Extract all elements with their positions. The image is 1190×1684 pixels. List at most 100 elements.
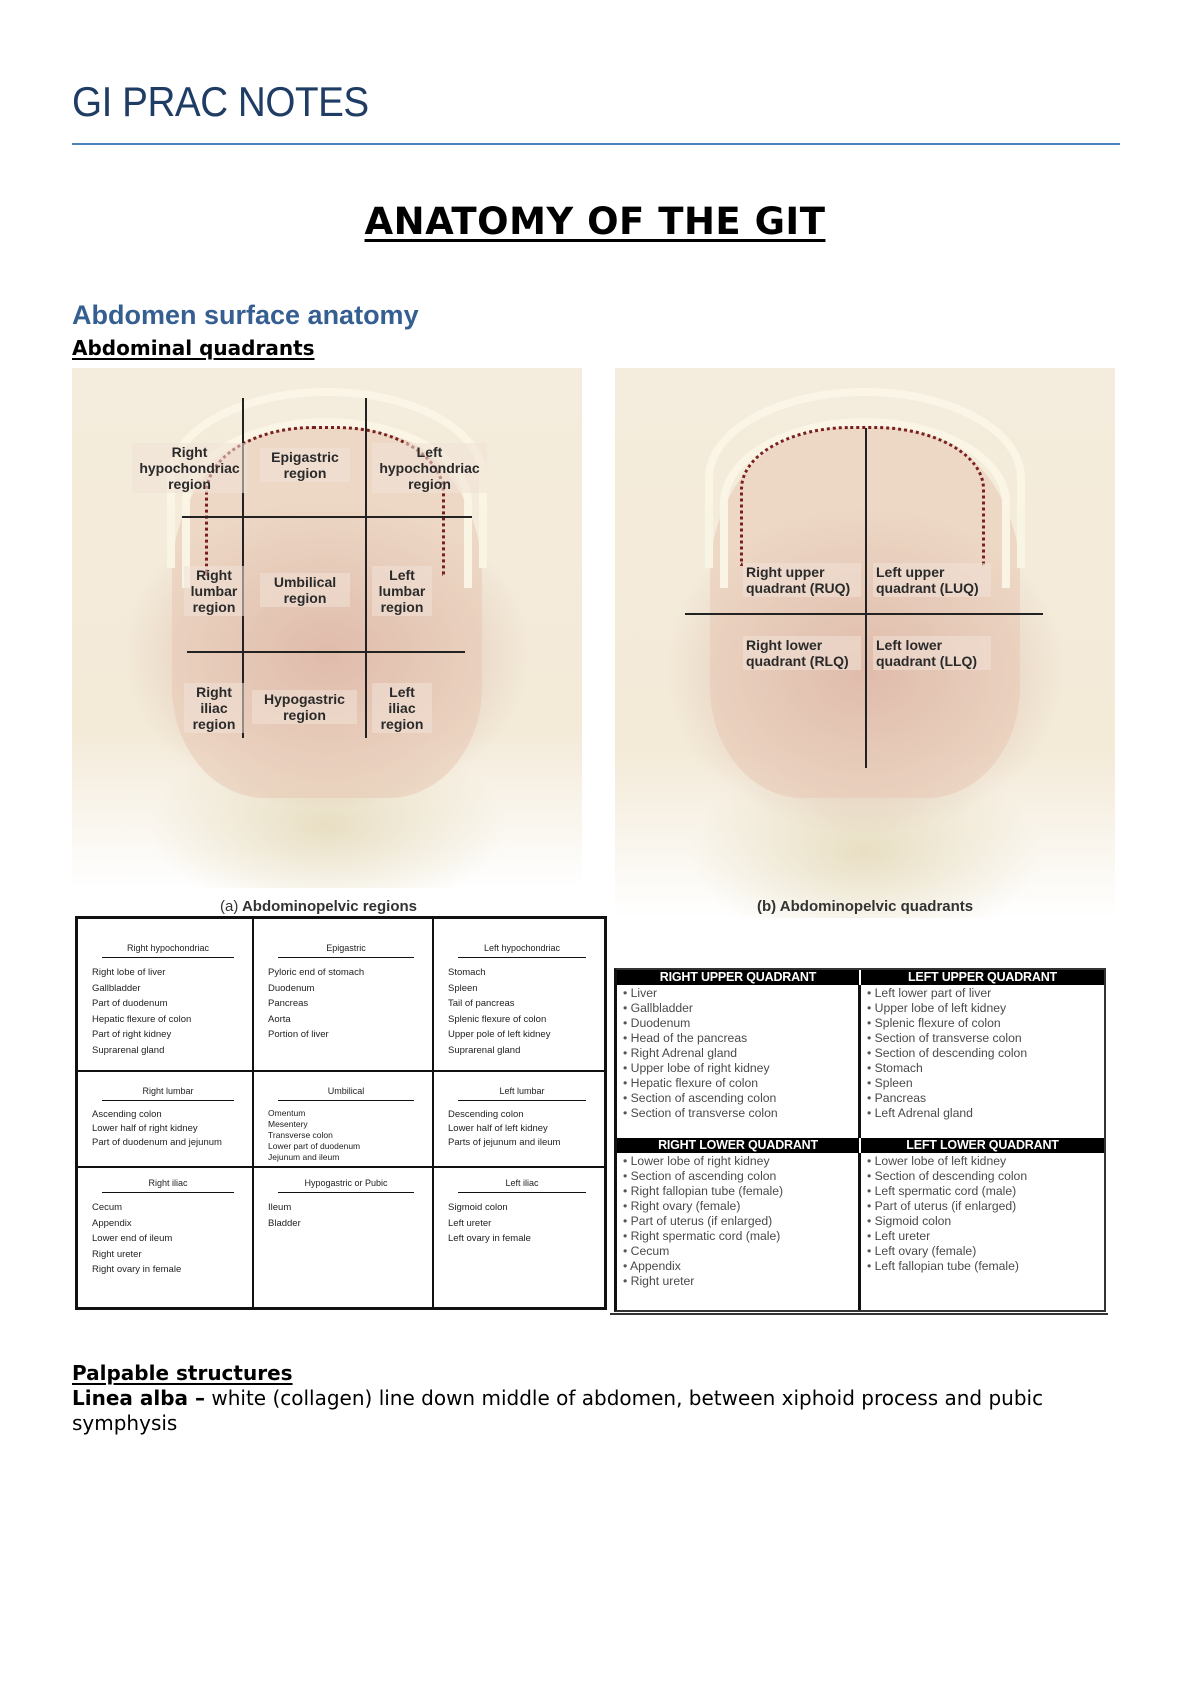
quadrant-item: Part of uterus (if enlarged): [623, 1214, 858, 1229]
rlq-heading: RIGHT LOWER QUADRANT: [617, 1138, 861, 1153]
sub-heading: Abdominal quadrants: [72, 336, 315, 360]
quadrant-item: Liver: [623, 986, 858, 1001]
abdominopelvic-quadrants-figure: Right upper quadrant (RUQ) Left upper qu…: [615, 368, 1115, 918]
region-item: Pyloric end of stomach: [268, 967, 365, 978]
region-heading: Epigastric: [278, 943, 414, 958]
transumbilical-line: [685, 613, 1043, 615]
region-item: Aorta: [268, 1013, 291, 1025]
regions-organs-table: Right hypochondriac Right lobe of liver …: [75, 916, 607, 1310]
region-item: Lower half of right kidney: [92, 1123, 198, 1134]
region-item: Omentum: [268, 1108, 306, 1118]
region-item: Cecum: [92, 1202, 123, 1213]
linea-alba-description: white (collagen) line down middle of abd…: [72, 1386, 1044, 1435]
region-cell-epigastric: Epigastric Pyloric end of stomach Duoden…: [254, 919, 434, 1072]
region-item: Hepatic flexure of colon: [92, 1013, 192, 1025]
quadrant-item: Right spermatic cord (male): [623, 1229, 858, 1244]
region-cell-left-iliac: Left iliac Sigmoid colon Left ureter Lef…: [434, 1168, 604, 1307]
region-item: Spleen: [448, 982, 478, 994]
quadrant-item: Right ureter: [623, 1274, 858, 1289]
quadrant-item: Left Adrenal gland: [867, 1106, 1104, 1121]
region-item: Pancreas: [268, 998, 309, 1009]
region-item: Jejunum and ileum: [268, 1152, 340, 1162]
ruq-list: Liver Gallbladder Duodenum Head of the p…: [617, 985, 861, 1138]
quadrant-item: Head of the pancreas: [623, 1031, 858, 1046]
quadrant-item: Left fallopian tube (female): [867, 1259, 1104, 1274]
region-item: Transverse colon: [268, 1130, 333, 1140]
ruq-heading: RIGHT UPPER QUADRANT: [617, 970, 861, 985]
quadrant-table-bottom-rule: [610, 1313, 1108, 1315]
ribcage-shape: [705, 388, 1025, 568]
abdominopelvic-regions-figure: Right hypochondriac region Epigastric re…: [72, 368, 582, 888]
llq-heading: LEFT LOWER QUADRANT: [861, 1138, 1104, 1153]
region-item: Gallbladder: [92, 982, 141, 994]
region-item: Part of duodenum: [92, 998, 168, 1009]
label-epigastric: Epigastric region: [260, 448, 350, 482]
region-item: Lower part of duodenum: [268, 1141, 361, 1151]
quadrant-item: Cecum: [623, 1244, 858, 1259]
label-left-iliac: Left iliac region: [372, 683, 432, 733]
luq-heading: LEFT UPPER QUADRANT: [861, 970, 1104, 985]
region-item: Descending colon: [448, 1109, 524, 1120]
linea-alba-term: Linea alba –: [72, 1386, 205, 1410]
section-heading: Abdomen surface anatomy: [72, 300, 419, 330]
midclavicular-line-left: [365, 398, 367, 738]
quadrant-item: Section of descending colon: [867, 1169, 1104, 1184]
figure-b-part: (b): [757, 898, 777, 915]
title-divider: [72, 143, 1120, 145]
region-item: Portion of liver: [268, 1029, 329, 1040]
quadrant-item: Sigmoid colon: [867, 1214, 1104, 1229]
region-item: Right ureter: [92, 1248, 142, 1260]
region-heading: Umbilical: [278, 1086, 414, 1101]
figure-a-caption: (a) Abdominopelvic regions: [220, 898, 417, 915]
region-item: Lower end of ileum: [92, 1233, 173, 1244]
quadrant-item: Lower lobe of right kidney: [623, 1154, 858, 1169]
region-heading: Right hypochondriac: [102, 943, 234, 958]
quadrant-item: Stomach: [867, 1061, 1104, 1076]
region-item: Stomach: [448, 967, 486, 978]
region-item: Tail of pancreas: [448, 998, 515, 1009]
label-umbilical: Umbilical region: [260, 573, 350, 607]
figure-a-caption-text: Abdominopelvic regions: [241, 898, 417, 915]
quadrant-item: Section of ascending colon: [623, 1169, 858, 1184]
region-item: Splenic flexure of colon: [448, 1013, 547, 1025]
region-cell-right-lumbar: Right lumbar Ascending colon Lower half …: [78, 1072, 254, 1168]
region-item: Upper pole of left kidney: [448, 1029, 551, 1040]
region-item: Duodenum: [268, 982, 315, 994]
region-item: Ascending colon: [92, 1109, 162, 1120]
figure-b-caption: (b) Abdominopelvic quadrants: [757, 898, 973, 915]
quadrant-item: Upper lobe of right kidney: [623, 1061, 858, 1076]
palpable-structures-heading: Palpable structures: [72, 1361, 293, 1385]
quadrant-item: Part of uterus (if enlarged): [867, 1199, 1104, 1214]
ribcage-shape: [720, 418, 1010, 588]
region-item: Left ureter: [448, 1217, 492, 1229]
quadrant-item: Splenic flexure of colon: [867, 1016, 1104, 1031]
quadrant-item: Appendix: [623, 1259, 858, 1274]
label-rlq: Right lower quadrant (RLQ): [743, 636, 861, 670]
region-item: Suprarenal gland: [448, 1044, 521, 1056]
rlq-list: Lower lobe of right kidney Section of as…: [617, 1153, 861, 1310]
label-left-lumbar: Left lumbar region: [372, 566, 432, 616]
region-cell-left-hypochondriac: Left hypochondriac Stomach Spleen Tail o…: [434, 919, 604, 1072]
figure-a-part: (a): [220, 898, 239, 915]
luq-list: Left lower part of liver Upper lobe of l…: [861, 985, 1104, 1138]
quadrant-item: Lower lobe of left kidney: [867, 1154, 1104, 1169]
label-right-hypochondriac: Right hypochondriac region: [132, 443, 247, 493]
region-heading: Right iliac: [102, 1178, 234, 1193]
label-hypogastric: Hypogastric region: [252, 690, 357, 724]
region-item: Suprarenal gland: [92, 1044, 165, 1056]
region-item: Mesentery: [268, 1119, 308, 1129]
quadrant-item: Right ovary (female): [623, 1199, 858, 1214]
quadrants-organs-table: RIGHT UPPER QUADRANT LEFT UPPER QUADRANT…: [614, 968, 1106, 1312]
quadrant-item: Right fallopian tube (female): [623, 1184, 858, 1199]
diaphragm-dotted-line: [205, 426, 445, 576]
quadrant-item: Spleen: [867, 1076, 1104, 1091]
region-heading: Right lumbar: [102, 1086, 234, 1101]
region-item: Left ovary in female: [448, 1233, 531, 1244]
label-ruq: Right upper quadrant (RUQ): [743, 563, 861, 597]
quadrant-item: Right Adrenal gland: [623, 1046, 858, 1061]
region-item: Right lobe of liver: [92, 967, 166, 978]
quadrant-item: Duodenum: [623, 1016, 858, 1031]
quadrant-item: Pancreas: [867, 1091, 1104, 1106]
region-item: Part of duodenum and jejunum: [92, 1137, 222, 1148]
quadrant-item: Left lower part of liver: [867, 986, 1104, 1001]
